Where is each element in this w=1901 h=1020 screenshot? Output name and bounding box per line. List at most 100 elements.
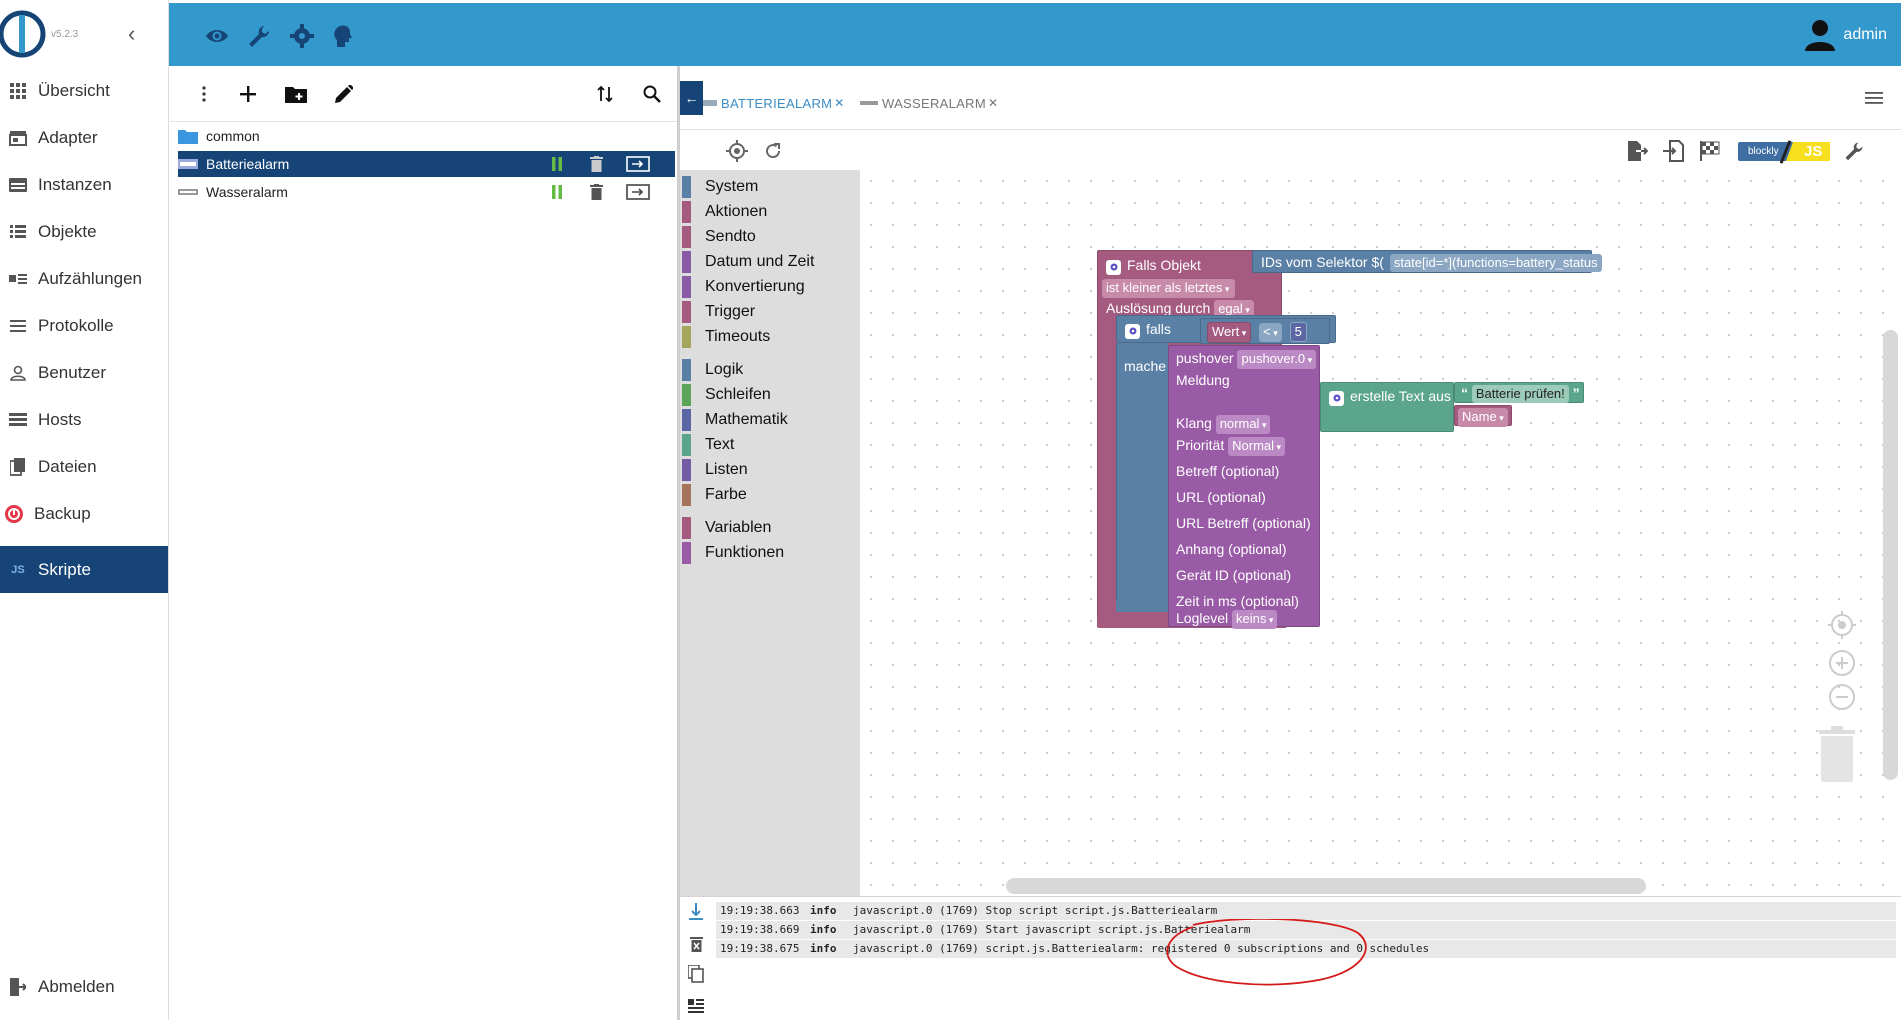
- blockly-workspace[interactable]: Falls Objekt ist kleiner als letztes Aus…: [860, 170, 1901, 896]
- tab-close-icon[interactable]: ✕: [987, 96, 999, 110]
- block-settings-gear-icon[interactable]: [1106, 259, 1121, 275]
- toolbox-category[interactable]: Aktionen: [682, 201, 858, 223]
- loglevel-dropdown[interactable]: keins: [1232, 610, 1278, 629]
- zoom-in-icon[interactable]: [1827, 648, 1857, 678]
- user-menu[interactable]: admin: [1805, 19, 1887, 51]
- wrench-icon[interactable]: [246, 23, 272, 49]
- workspace-trash-icon[interactable]: [1817, 725, 1857, 785]
- collapse-menu-icon[interactable]: ‹: [128, 21, 136, 46]
- panel-splitter[interactable]: [677, 66, 680, 1020]
- operator-dropdown[interactable]: <: [1259, 323, 1282, 342]
- locate-icon[interactable]: [724, 138, 750, 164]
- nav-item-dateien[interactable]: Dateien: [0, 443, 168, 490]
- workspace-horizontal-scrollbar[interactable]: [1006, 878, 1646, 894]
- nav-item-skripte[interactable]: JS Skripte: [0, 546, 168, 593]
- toolbox-category[interactable]: Mathematik: [682, 409, 858, 431]
- blockly-js-toggle[interactable]: blockly JS: [1738, 140, 1834, 164]
- toolbox-category[interactable]: Farbe: [682, 484, 858, 506]
- pause-icon[interactable]: [546, 182, 568, 202]
- pushover-instance-dropdown[interactable]: pushover.0: [1237, 350, 1317, 369]
- tree-script-wasseralarm[interactable]: Wasseralarm: [178, 179, 675, 205]
- user-avatar-icon: [1805, 20, 1836, 51]
- back-arrow-icon[interactable]: ←: [680, 81, 703, 115]
- name-variable-block[interactable]: Name: [1454, 405, 1512, 427]
- text-string-block[interactable]: “ Batterie prüfen! ”: [1454, 382, 1584, 403]
- nav-item-adapter[interactable]: Adapter: [0, 114, 168, 161]
- export-icon[interactable]: [623, 182, 653, 202]
- eye-icon[interactable]: [204, 23, 230, 49]
- more-vert-icon[interactable]: [190, 80, 218, 108]
- import-blocks-icon[interactable]: [1661, 138, 1687, 164]
- selector-block[interactable]: IDs vom Selektor $( state[id=*](function…: [1252, 250, 1610, 273]
- export-blocks-icon[interactable]: [1624, 138, 1650, 164]
- nav-item-instanzen[interactable]: Instanzen: [0, 161, 168, 208]
- number-field[interactable]: 5: [1289, 322, 1307, 342]
- priority-dropdown[interactable]: Normal: [1228, 437, 1286, 456]
- category-label: Timeouts: [705, 328, 771, 345]
- sound-dropdown[interactable]: normal: [1215, 415, 1271, 434]
- tab-close-icon[interactable]: ✕: [834, 96, 845, 110]
- refresh-icon[interactable]: [760, 138, 786, 164]
- trigger-ack-dropdown[interactable]: egal: [1214, 300, 1254, 319]
- nav-item-objekte[interactable]: Objekte: [0, 208, 168, 255]
- nav-item-uebersicht[interactable]: Übersicht: [0, 67, 168, 114]
- log-time: 19:19:38.675: [720, 942, 800, 955]
- toolbox-category[interactable]: Sendto: [682, 226, 858, 248]
- selector-value-field[interactable]: state[id=*](functions=battery_status: [1389, 254, 1602, 272]
- add-folder-icon[interactable]: [282, 80, 310, 108]
- name-variable-dropdown[interactable]: Name: [1458, 408, 1508, 427]
- variable-dropdown[interactable]: Wert: [1207, 322, 1252, 343]
- export-icon[interactable]: [623, 154, 653, 174]
- settings-gear-icon[interactable]: [289, 23, 315, 49]
- text-value-field[interactable]: Batterie prüfen!: [1471, 385, 1569, 403]
- tree-script-batteriealarm[interactable]: Batteriealarm: [178, 151, 675, 177]
- toolbox-category[interactable]: Schleifen: [682, 384, 858, 406]
- close-quote: ”: [1572, 385, 1580, 401]
- clear-log-icon[interactable]: [686, 933, 706, 955]
- nav-item-backup[interactable]: Backup: [0, 490, 168, 537]
- toolbox-category[interactable]: System: [682, 176, 858, 198]
- delete-icon[interactable]: [585, 154, 607, 174]
- scroll-down-icon[interactable]: [686, 901, 706, 923]
- log-details-icon[interactable]: [686, 995, 706, 1017]
- tab-wasseralarm[interactable]: WASSERALARM ✕: [860, 92, 998, 114]
- tab-batteriealarm[interactable]: BATTERIEALARM ✕: [703, 92, 845, 114]
- toolbox-category[interactable]: Text: [682, 434, 858, 456]
- nav-item-benutzer[interactable]: Benutzer: [0, 349, 168, 396]
- block-settings-gear-icon[interactable]: [1329, 390, 1344, 406]
- toolbox-category[interactable]: Funktionen: [682, 542, 858, 564]
- text-join-block[interactable]: erstelle Text aus: [1320, 382, 1454, 432]
- toolbox-category[interactable]: Konvertierung: [682, 276, 858, 298]
- compare-block[interactable]: Wert < 5: [1200, 318, 1330, 344]
- nav-item-protokolle[interactable]: Protokolle: [0, 302, 168, 349]
- nav-item-aufzaehlungen[interactable]: Aufzählungen: [0, 255, 168, 302]
- zoom-out-icon[interactable]: [1827, 682, 1857, 712]
- block-settings-gear-icon[interactable]: [1125, 323, 1140, 339]
- category-label: Datum und Zeit: [705, 253, 815, 270]
- toolbox-category[interactable]: Listen: [682, 459, 858, 481]
- toolbox-category[interactable]: Variablen: [682, 517, 858, 539]
- toolbox-category[interactable]: Trigger: [682, 301, 858, 323]
- sort-icon[interactable]: [591, 80, 619, 108]
- zoom-reset-icon[interactable]: [1827, 610, 1857, 640]
- expert-mode-icon[interactable]: [329, 23, 355, 49]
- pushover-block[interactable]: pushover pushover.0 Meldung Klang normal…: [1168, 345, 1320, 629]
- nav-item-hosts[interactable]: Hosts: [0, 396, 168, 443]
- search-icon[interactable]: [638, 80, 666, 108]
- edit-icon[interactable]: [330, 80, 358, 108]
- toolbox-category[interactable]: Timeouts: [682, 326, 858, 348]
- check-flag-icon[interactable]: [1697, 138, 1723, 164]
- menu-icon[interactable]: [1865, 91, 1883, 109]
- add-script-icon[interactable]: [234, 80, 262, 108]
- pause-icon[interactable]: [546, 154, 568, 174]
- script-settings-wrench-icon[interactable]: [1841, 138, 1867, 164]
- trigger-condition-dropdown[interactable]: ist kleiner als letztes: [1102, 279, 1236, 298]
- tree-folder-common[interactable]: common: [178, 123, 675, 149]
- toolbox-category[interactable]: Datum und Zeit: [682, 251, 858, 273]
- logout-button[interactable]: Abmelden: [0, 963, 168, 1010]
- hosts-icon: [8, 412, 28, 427]
- delete-icon[interactable]: [585, 182, 607, 202]
- workspace-vertical-scrollbar[interactable]: [1883, 330, 1898, 780]
- copy-log-icon[interactable]: [686, 963, 706, 985]
- toolbox-category[interactable]: Logik: [682, 359, 858, 381]
